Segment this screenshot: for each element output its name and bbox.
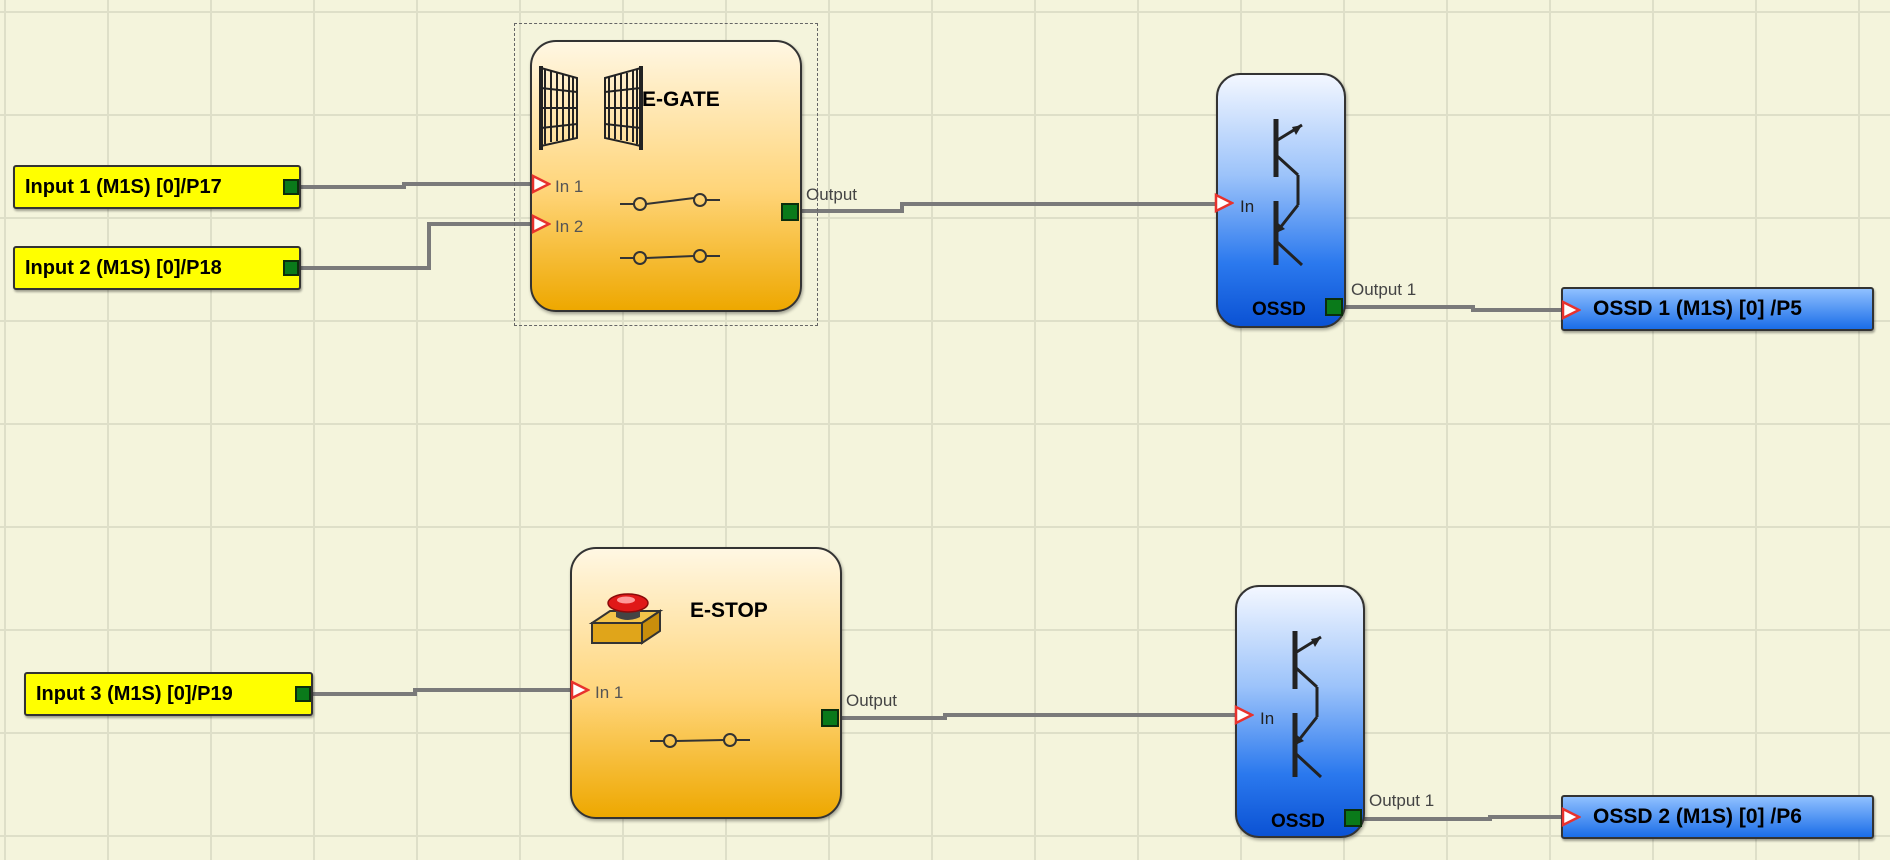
switch-contact-icon xyxy=(620,193,720,211)
transistor-icon xyxy=(1292,631,1323,779)
ossd-block-1[interactable]: OSSD xyxy=(1216,73,1346,328)
input-block-2[interactable]: Input 2 (M1S) [0]/P18 xyxy=(13,246,301,290)
output-label: Output xyxy=(846,691,898,710)
output-port[interactable] xyxy=(283,260,299,276)
output-label: Output 1 xyxy=(1369,791,1435,810)
output-port[interactable] xyxy=(283,179,299,195)
output-block-1[interactable]: OSSD 1 (M1S) [0] /P5 xyxy=(1561,287,1874,331)
output-block-label: OSSD 1 (M1S) [0] /P5 xyxy=(1593,297,1802,320)
pin-label-in1: In 1 xyxy=(595,683,624,702)
output-port[interactable] xyxy=(1325,298,1343,316)
wire-input2-egate xyxy=(300,222,533,270)
input-pin-arrow-icon[interactable] xyxy=(531,174,551,194)
pin-label-in2: In 2 xyxy=(555,217,584,236)
egate-block[interactable]: E-GATE xyxy=(530,40,802,312)
transistor-icon xyxy=(1273,119,1304,267)
input-pin-arrow-icon[interactable] xyxy=(570,680,590,700)
input-pin-arrow-icon[interactable] xyxy=(1561,807,1581,827)
input-block-label: Input 2 (M1S) [0]/P18 xyxy=(25,257,222,279)
ossd-block-2[interactable]: OSSD xyxy=(1235,585,1365,838)
wire-ossd1-output xyxy=(1342,305,1563,312)
input-block-1[interactable]: Input 1 (M1S) [0]/P17 xyxy=(13,165,301,209)
estop-block[interactable]: E-STOP xyxy=(570,547,842,819)
wire-egate-ossd1 xyxy=(801,202,1216,213)
pin-label-in: In xyxy=(1240,197,1255,216)
input-block-label: Input 1 (M1S) [0]/P17 xyxy=(25,176,222,198)
output-port[interactable] xyxy=(295,686,311,702)
pin-label-in1: In 1 xyxy=(555,177,584,196)
block-title: E-STOP xyxy=(690,599,768,622)
gate-icon xyxy=(539,66,643,150)
wire-ossd2-output xyxy=(1361,815,1563,821)
wire-estop-ossd2 xyxy=(840,713,1236,720)
output-port[interactable] xyxy=(781,203,799,221)
switch-contact-icon xyxy=(650,733,750,748)
output-block-2[interactable]: OSSD 2 (M1S) [0] /P6 xyxy=(1561,795,1874,839)
input-pin-arrow-icon[interactable] xyxy=(1234,705,1254,725)
wire-input1-egate xyxy=(300,182,533,189)
input-pin-arrow-icon[interactable] xyxy=(1561,300,1581,320)
input-pin-arrow-icon[interactable] xyxy=(531,214,551,234)
output-port[interactable] xyxy=(821,709,839,727)
input-pin-arrow-icon[interactable] xyxy=(1214,193,1234,213)
output-port[interactable] xyxy=(1344,809,1362,827)
ossd-title: OSSD xyxy=(1252,299,1306,320)
output-block-label: OSSD 2 (M1S) [0] /P6 xyxy=(1593,805,1802,828)
input-block-label: Input 3 (M1S) [0]/P19 xyxy=(36,683,233,705)
output-label: Output 1 xyxy=(1351,280,1417,299)
ossd-title: OSSD xyxy=(1271,811,1325,832)
wire-input3-estop xyxy=(313,688,573,696)
switch-contact-icon xyxy=(620,249,720,265)
block-title: E-GATE xyxy=(642,88,720,111)
pin-label-in: In xyxy=(1260,709,1275,728)
selection-frame xyxy=(514,23,818,326)
input-block-3[interactable]: Input 3 (M1S) [0]/P19 xyxy=(24,672,313,716)
emergency-stop-icon xyxy=(588,593,664,645)
output-label: Output xyxy=(806,185,858,204)
